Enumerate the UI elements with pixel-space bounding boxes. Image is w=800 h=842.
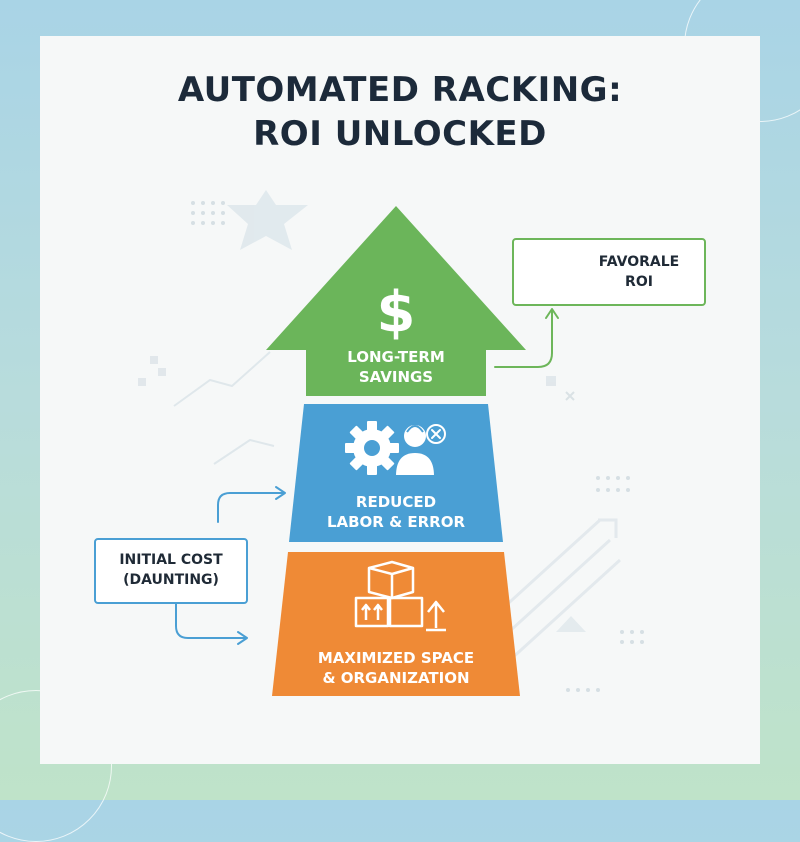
callout-line: INITIAL COST [119, 552, 223, 568]
tier-label-line: SAVINGS [358, 368, 434, 386]
boxes-icon [354, 560, 446, 632]
gear-worker-icon [345, 421, 446, 477]
arrow-to-reduced-labor [217, 492, 285, 523]
callout-line: FAVORALE [598, 254, 680, 270]
connector-arrows [175, 308, 559, 645]
tier-label-line: REDUCED [355, 493, 437, 511]
dollar-sign-icon: $ [377, 280, 416, 345]
pyramid-top-arrow [266, 206, 526, 396]
tier-label-line: & ORGANIZATION [322, 669, 470, 687]
title-line-2: ROI UNLOCKED [253, 114, 547, 154]
favorable-roi-callout: FAVORALE ROI [512, 238, 706, 306]
tier-label-maximized-space: MAXIMIZED SPACE & ORGANIZATION [276, 648, 516, 688]
pyramid-bottom-tier [272, 552, 520, 696]
pyramid-diagram: $ [138, 190, 644, 696]
tier-label-line: LONG-TERM [347, 348, 445, 366]
title-line-1: AUTOMATED RACKING: [177, 70, 623, 110]
tier-label-long-term-savings: LONG-TERM SAVINGS [306, 347, 486, 387]
tier-label-line: LABOR & ERROR [326, 513, 466, 531]
arrow-to-favorable-roi [494, 309, 553, 368]
callout-line: ROI [625, 274, 653, 290]
initial-cost-text: INITIAL COST (DAUNTING) [96, 540, 246, 590]
arrow-to-maximized-space [175, 603, 247, 639]
favorable-roi-text: FAVORALE ROI [584, 252, 694, 292]
initial-cost-callout: INITIAL COST (DAUNTING) [94, 538, 248, 604]
callout-line: (DAUNTING) [123, 572, 219, 588]
tier-label-line: MAXIMIZED SPACE [317, 649, 475, 667]
tier-label-reduced-labor: REDUCED LABOR & ERROR [296, 492, 496, 532]
page-title: AUTOMATED RACKING: ROI UNLOCKED [0, 68, 800, 156]
